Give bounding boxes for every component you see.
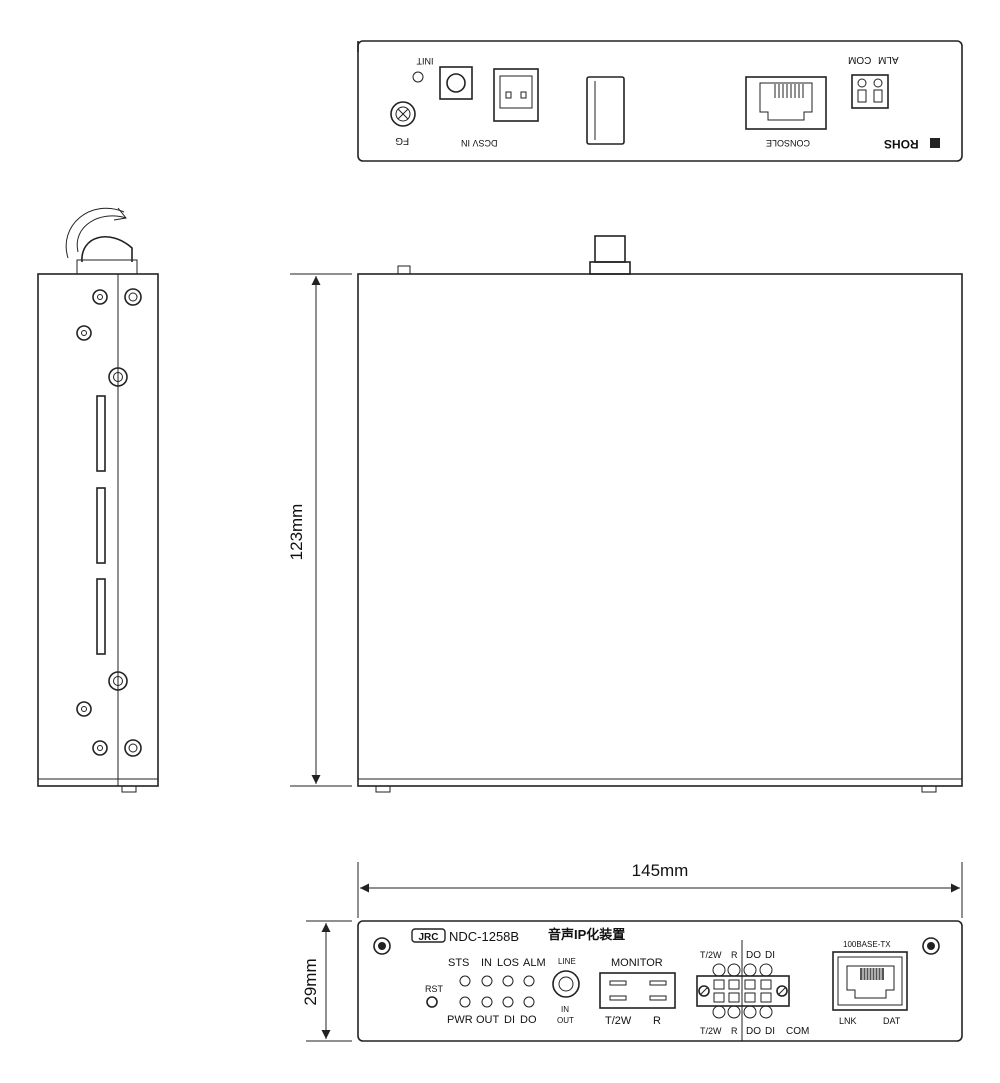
- term-bottom-t2w: T/2W: [700, 1026, 722, 1036]
- rear-panel-view: INIT FG DCSV IN CONSOLE COM ALM: [357, 40, 963, 162]
- front-panel-outline: [357, 920, 963, 1042]
- led-label-sts: STS: [448, 957, 469, 969]
- led-label-pwr: PWR: [447, 1014, 473, 1026]
- led-indicators: [459, 975, 535, 1008]
- console-label: CONSOLE: [766, 138, 810, 148]
- fg-screw-icon: [390, 101, 416, 127]
- terminal-block: [696, 963, 790, 1019]
- brand-label: JRC: [418, 932, 438, 943]
- ethernet-port: [832, 951, 908, 1011]
- rst-button: [426, 996, 438, 1008]
- term-top-r: R: [731, 950, 738, 960]
- rohs-label: ROHS: [884, 137, 919, 151]
- term-bottom-di: DI: [765, 1026, 775, 1037]
- side-slot: [96, 487, 106, 564]
- console-port: [745, 76, 827, 130]
- front-panel-view: 145mm 29mm JRC NDC-1258B 音声IP化装置 RST STS…: [301, 861, 963, 1042]
- model-label: NDC-1258B: [449, 929, 519, 944]
- led-label-alm: ALM: [523, 957, 546, 969]
- line-in-label: IN: [561, 1005, 569, 1014]
- side-outline: [37, 273, 159, 787]
- eth-label: 100BASE-TX: [843, 940, 891, 949]
- led-label-di: DI: [504, 1014, 515, 1026]
- monitor-r-label: R: [653, 1015, 661, 1027]
- alm-com-terminal: [851, 74, 889, 109]
- fg-label: FG: [395, 135, 409, 146]
- term-top-t2w: T/2W: [700, 950, 722, 960]
- term-bottom-do: DO: [746, 1026, 761, 1037]
- alm-label: ALM: [878, 54, 899, 65]
- line-out-label: OUT: [557, 1016, 574, 1025]
- term-bottom-com: COM: [786, 1026, 809, 1037]
- led-label-do: DO: [520, 1014, 537, 1026]
- top-outline: [357, 273, 963, 787]
- led-label-los: LOS: [497, 957, 519, 969]
- screw-icon: [922, 937, 940, 955]
- dcsv-label: DCSV IN: [461, 138, 498, 148]
- init-label: INIT: [416, 56, 434, 66]
- init-button: [412, 71, 424, 83]
- com-label: COM: [848, 54, 871, 65]
- term-bottom-r: R: [731, 1026, 738, 1036]
- side-view: [37, 207, 159, 793]
- rear-slot: [586, 76, 625, 145]
- title-jp-label: 音声IP化装置: [548, 927, 625, 942]
- monitor-label: MONITOR: [611, 957, 663, 969]
- jrc-logo: [411, 928, 446, 943]
- line-jack: [552, 970, 580, 998]
- dc-jack: [439, 66, 473, 100]
- led-label-in: IN: [481, 957, 492, 969]
- monitor-connector: [599, 972, 676, 1009]
- rohs-mark-icon: [930, 138, 940, 148]
- power-connector: [493, 68, 539, 122]
- width-dimension-label: 145mm: [632, 861, 689, 880]
- side-slot: [96, 395, 106, 472]
- term-top-di: DI: [765, 950, 775, 961]
- depth-dimension-label: 123mm: [287, 504, 306, 561]
- screw-icon: [373, 937, 391, 955]
- led-label-out: OUT: [476, 1014, 500, 1026]
- side-holes: [76, 288, 142, 757]
- monitor-t2w-label: T/2W: [605, 1015, 632, 1027]
- line-label: LINE: [558, 957, 576, 966]
- height-dimension-label: 29mm: [301, 958, 320, 1005]
- rst-label: RST: [425, 984, 444, 994]
- side-slot: [96, 578, 106, 655]
- top-view: 123mm: [287, 235, 963, 793]
- dat-label: DAT: [883, 1016, 901, 1026]
- lnk-label: LNK: [839, 1016, 857, 1026]
- term-top-do: DO: [746, 950, 761, 961]
- rear-panel-outline: [357, 40, 963, 162]
